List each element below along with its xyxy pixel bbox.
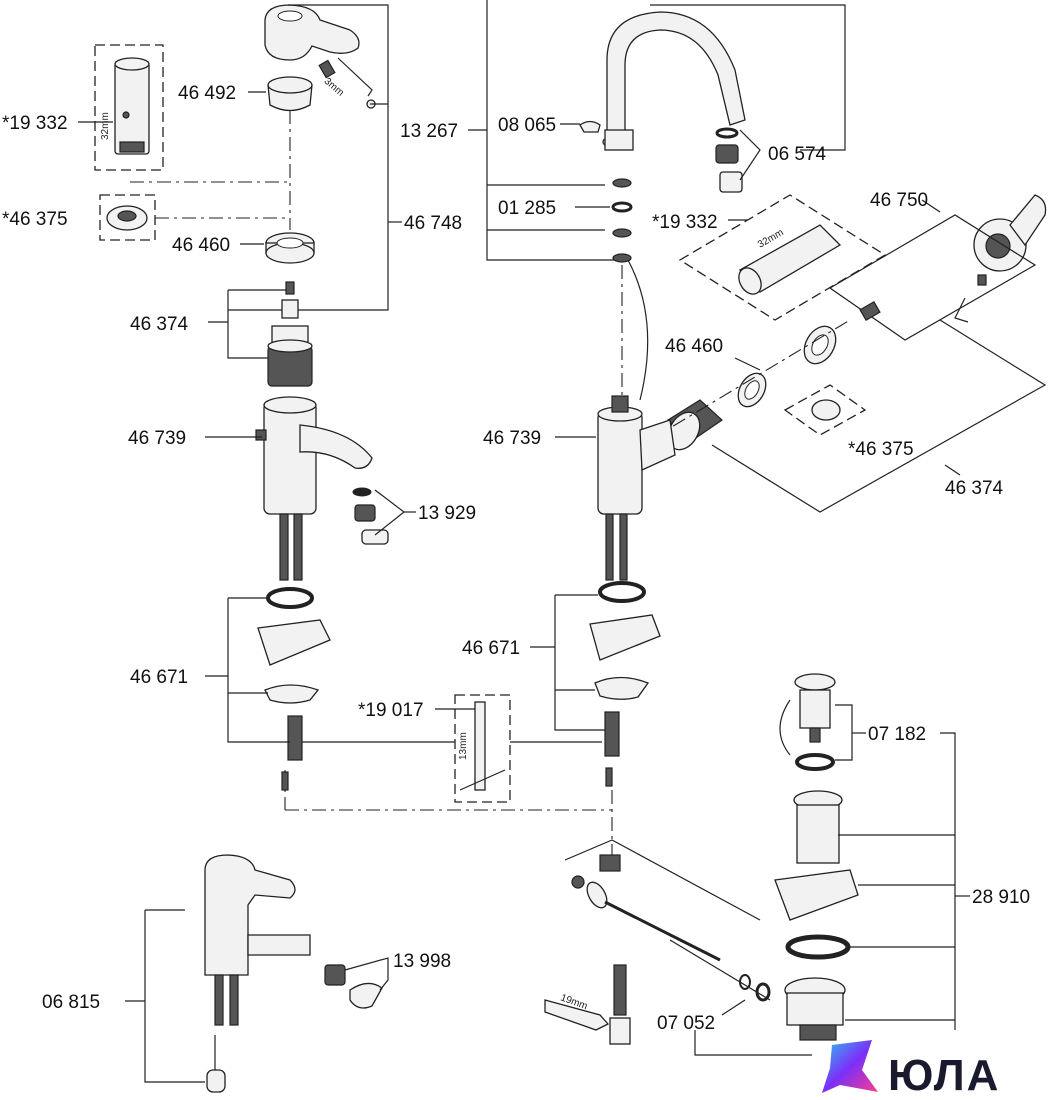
waste-set-28910: [774, 790, 859, 1041]
label-07182: 07 182: [868, 724, 926, 745]
tool-box-19332-left: [94, 44, 164, 171]
pop-up-rod-07052: [564, 839, 771, 1002]
label-46748: 46 748: [404, 213, 462, 234]
label-19017: *19 017: [358, 700, 424, 721]
label-46375-left: *46 375: [2, 209, 68, 230]
bracket-spout-top: [650, 4, 846, 151]
bracket-46374-right: [711, 319, 1047, 513]
label-28910: 28 910: [972, 887, 1030, 908]
nut-46460-right-a: [803, 325, 837, 365]
label-01285: 01 285: [498, 198, 556, 219]
label-46460-left: 46 460: [172, 235, 230, 256]
cartridge-46374-left: [267, 299, 313, 387]
label-07052: 07 052: [657, 1013, 715, 1034]
label-19332-right: *19 332: [652, 212, 718, 233]
tool-box-19017: [454, 694, 511, 803]
tool-box-46375-right: [783, 384, 867, 436]
lever-handle-left: [264, 4, 360, 61]
leader-46374-right: [944, 464, 961, 476]
hoses-left: [279, 513, 303, 581]
cap-ring-46492: [267, 76, 313, 112]
bracket-46750: [828, 214, 1037, 341]
cartridge-tool-left: [114, 57, 150, 155]
aerator-13929: [352, 487, 389, 545]
nut-46460-left: [265, 232, 315, 264]
label-46739-left: 46 739: [128, 428, 186, 449]
wrench-insert-left: [106, 205, 148, 231]
leader-46460-right: [734, 357, 761, 371]
bracket-13267: [486, 0, 622, 261]
label-06574: 06 574: [768, 144, 827, 165]
pop-up-knob-06815: [206, 1035, 226, 1093]
bracket-07182-right: [940, 732, 956, 1030]
cartridge-tool-right: [738, 224, 842, 295]
label-46375-right: *46 375: [848, 439, 914, 460]
bracket-46748: [228, 4, 389, 311]
bracket-46671-right: [554, 594, 605, 731]
socket-tool-19017: [459, 701, 506, 791]
brand-logo: ЮЛА: [822, 1040, 1000, 1100]
brand-logo-mark: [822, 1040, 878, 1093]
fixing-set-46671-left: [257, 587, 331, 791]
label-06815: 06 815: [42, 992, 100, 1013]
clip-08065: [579, 120, 601, 133]
bracket-07182: [835, 704, 853, 761]
label-46492: 46 492: [178, 83, 236, 104]
bracket-07052-base: [694, 1030, 812, 1056]
o-rings-01285: [611, 178, 633, 263]
bracket-28910: [838, 834, 955, 1021]
hoses-right: [605, 513, 628, 581]
bracket-07052: [669, 939, 771, 1001]
dim-13mm: 13mm: [458, 732, 469, 760]
label-46739-right: 46 739: [483, 428, 541, 449]
leader-07052: [721, 999, 746, 1016]
mixer-body-left: [255, 396, 373, 515]
hose-connector-19mm: [544, 964, 631, 1045]
bracket-06815: [144, 909, 205, 1083]
screw-right: [859, 300, 881, 322]
label-46374-right: 46 374: [945, 478, 1004, 499]
aerator-06574: [715, 127, 743, 193]
set-screw-and-hex-key: [318, 57, 376, 109]
bidet-mixer-body: [204, 854, 311, 1026]
tool-box-19332-right: [678, 194, 887, 321]
label-13929: 13 929: [418, 503, 476, 524]
brand-name: ЮЛА: [888, 1051, 1000, 1100]
bracket-13929: [374, 489, 405, 536]
dim-3mm: 3mm: [322, 76, 346, 99]
label-46750: 46 750: [870, 190, 928, 211]
cartridge-46374-right: [667, 399, 723, 451]
bracket-46374-left: [227, 289, 286, 359]
label-19332-left: *19 332: [2, 113, 68, 134]
label-08065: 08 065: [498, 115, 556, 136]
label-13267: 13 267: [400, 121, 458, 142]
nut-46460-right-b: [737, 372, 767, 408]
spray-adapter-13998: [324, 964, 383, 1009]
label-46374-left: 46 374: [130, 314, 189, 335]
swivel-spout-13267: [602, 11, 746, 151]
right-side-axis: [649, 319, 851, 441]
bracket-06574: [739, 129, 761, 181]
mixer-body-right: [597, 395, 676, 515]
spout-guide-line: [627, 259, 649, 401]
dim-32mm-left: 32mm: [100, 112, 111, 140]
drain-plug-07182: [794, 673, 836, 771]
fixing-set-46671-right: [589, 581, 661, 787]
rotation-arrow: [779, 699, 791, 756]
bracket-46671-left: [227, 597, 290, 743]
lever-handle-46750: [954, 194, 1047, 323]
label-46671-right: 46 671: [462, 638, 520, 659]
small-screw-left: [285, 281, 295, 295]
bracket-13998: [344, 957, 389, 991]
label-46671-left: 46 671: [130, 667, 188, 688]
leader-46750: [921, 199, 941, 213]
wrench-insert-right: [811, 399, 841, 421]
label-13998: 13 998: [393, 951, 451, 972]
label-46460-right: 46 460: [665, 336, 723, 357]
